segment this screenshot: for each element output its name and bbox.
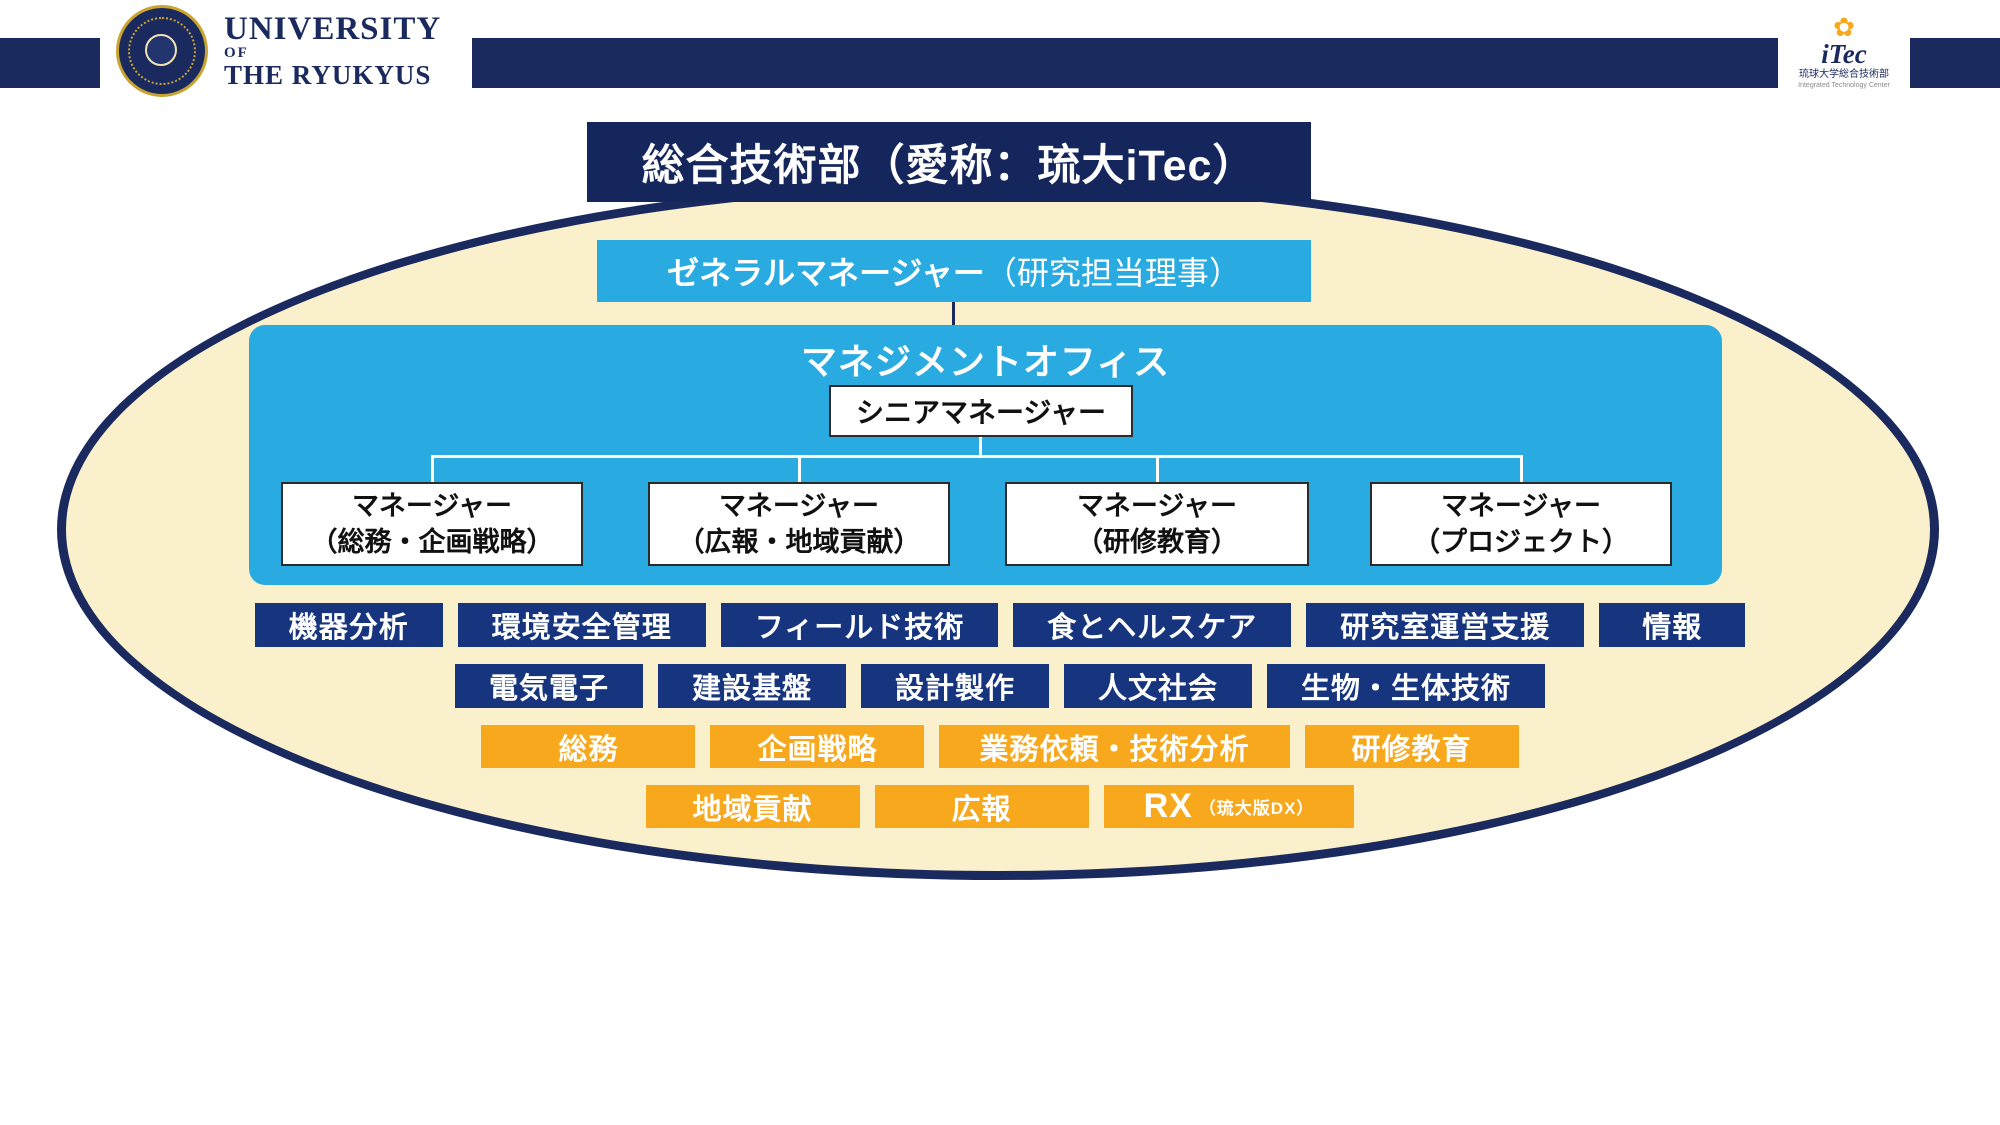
manager-scope: （広報・地域貢献） [677, 527, 921, 557]
group-row: 地域貢献 広報 RX （琉大版DX） [645, 785, 1355, 828]
connector-line [1156, 455, 1159, 482]
general-manager-label: ゼネラルマネージャー [667, 255, 985, 291]
manager-box: マネージャー （広報・地域貢献） [648, 482, 950, 566]
group-row: 機器分析 環境安全管理 フィールド技術 食とヘルスケア 研究室運営支援 情報 [254, 603, 1746, 647]
division-badge: 地域貢献 [645, 785, 860, 828]
division-badge: 環境安全管理 [457, 603, 706, 647]
itec-wordmark: iTec [1821, 38, 1867, 69]
connector-line [798, 455, 801, 482]
general-manager-role: （研究担当理事） [984, 255, 1241, 291]
general-manager-box: ゼネラルマネージャー（研究担当理事） [597, 240, 1311, 302]
manager-scope: （総務・企画戦略） [310, 527, 554, 557]
itec-subtitle-en: Integrated Technology Center [1798, 81, 1890, 89]
page-title: 総合技術部（愛称：琉大iTec） [587, 122, 1311, 202]
management-office: マネジメントオフィス シニアマネージャー マネージャー （総務・企画戦略） マネ… [249, 325, 1722, 585]
university-name-line3: THE RYUKYUS [224, 59, 432, 90]
division-badge: 広報 [874, 785, 1089, 828]
division-badge: 総務 [481, 725, 696, 768]
itec-subtitle-ja: 琉球大学総合技術部 [1799, 68, 1889, 80]
connector-line [431, 455, 1523, 458]
division-badge: 情報 [1599, 603, 1746, 647]
division-badge: 機器分析 [254, 603, 443, 647]
university-seal-icon [116, 5, 208, 97]
university-name-line1: UNIVERSITY [224, 10, 442, 47]
rx-label: RX [1143, 787, 1193, 825]
university-name-line2: OF [224, 45, 249, 62]
division-badge: 業務依頼・技術分析 [939, 725, 1290, 768]
itec-flower-icon: ✿ [1833, 11, 1855, 42]
division-badge: 生物・生体技術 [1267, 664, 1546, 708]
senior-manager-box: シニアマネージャー [829, 385, 1133, 437]
division-badge: 研修教育 [1304, 725, 1519, 768]
university-logo: UNIVERSITY OF THE RYUKYUS [100, 0, 472, 102]
manager-box: マネージャー （プロジェクト） [1370, 482, 1672, 566]
manager-scope: （研修教育） [1076, 527, 1238, 557]
university-wordmark: UNIVERSITY OF THE RYUKYUS [224, 10, 442, 90]
group-row: 電気電子 建設基盤 設計製作 人文社会 生物・生体技術 [454, 664, 1546, 708]
connector-line [431, 455, 434, 482]
manager-box: マネージャー （総務・企画戦略） [281, 482, 583, 566]
connector-line [1520, 455, 1523, 482]
rx-sublabel: （琉大版DX） [1198, 799, 1315, 818]
itec-logo: ✿ iTec 琉球大学総合技術部 Integrated Technology C… [1778, 6, 1910, 98]
group-row: 総務 企画戦略 業務依頼・技術分析 研修教育 [481, 725, 1519, 768]
division-badge: 建設基盤 [657, 664, 846, 708]
connector-line [979, 437, 982, 457]
connector-line [952, 302, 955, 326]
manager-title: マネージャー [351, 490, 513, 521]
management-office-title: マネジメントオフィス [800, 341, 1171, 382]
manager-title: マネージャー [1076, 490, 1238, 521]
division-badge: 研究室運営支援 [1306, 603, 1585, 647]
manager-scope: （プロジェクト） [1413, 527, 1629, 557]
division-rows: 機器分析 環境安全管理 フィールド技術 食とヘルスケア 研究室運営支援 情報 電… [0, 603, 2000, 828]
division-badge: 食とヘルスケア [1013, 603, 1292, 647]
division-badge: 設計製作 [860, 664, 1049, 708]
manager-box: マネージャー （研修教育） [1005, 482, 1309, 566]
division-badge: 企画戦略 [710, 725, 925, 768]
division-badge: 電気電子 [454, 664, 643, 708]
division-badge: フィールド技術 [720, 603, 999, 647]
division-badge: 人文社会 [1064, 664, 1253, 708]
division-badge-rx: RX （琉大版DX） [1103, 785, 1355, 828]
manager-title: マネージャー [1440, 490, 1602, 521]
manager-title: マネージャー [718, 490, 880, 521]
